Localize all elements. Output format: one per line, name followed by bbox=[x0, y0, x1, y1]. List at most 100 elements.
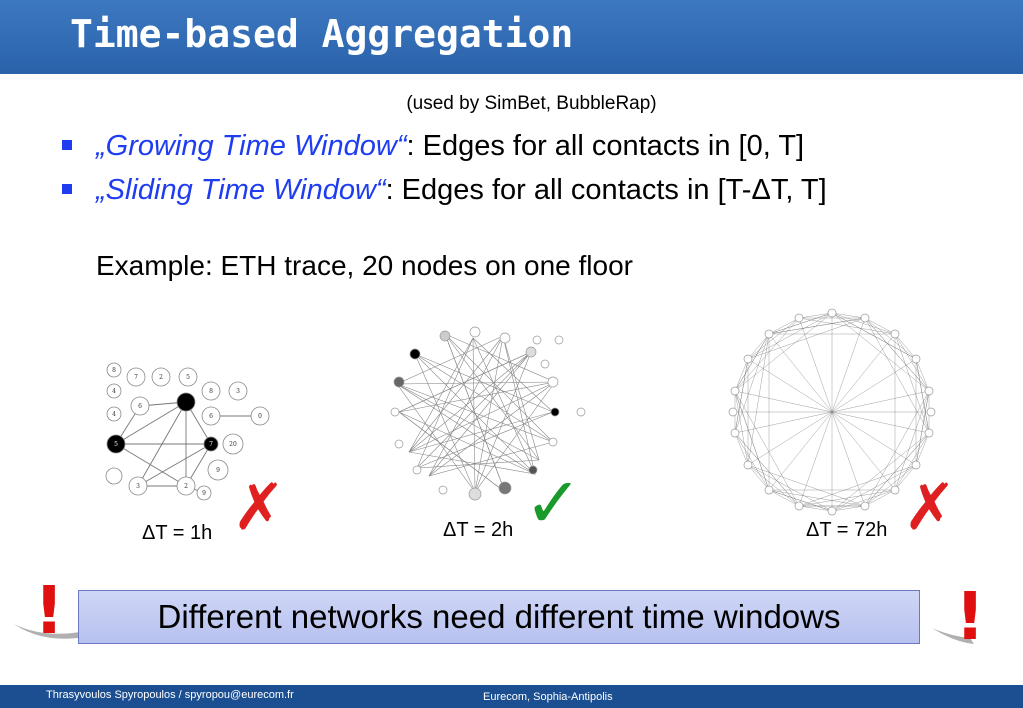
graph-node bbox=[827, 308, 837, 318]
graph-node bbox=[105, 467, 123, 485]
graph-node: 3 bbox=[128, 476, 148, 496]
node-label: 3 bbox=[136, 483, 140, 490]
graph-node bbox=[532, 335, 542, 345]
graph-node bbox=[794, 501, 804, 511]
graph-node bbox=[743, 354, 753, 364]
caption-72h: ΔT = 72h bbox=[806, 519, 888, 541]
graph-node bbox=[827, 506, 837, 516]
node-label: 6 bbox=[209, 413, 213, 420]
graph-node bbox=[468, 487, 482, 501]
graph-node bbox=[764, 329, 774, 339]
bullet-term: „Sliding Time Window“ bbox=[96, 174, 386, 206]
graph-node: 4 bbox=[106, 406, 122, 422]
exclamation-left-icon: ! bbox=[34, 572, 65, 649]
graph-1h-nodes: 8 4 7 2 5 6 8 3 4 6 0 5 7 20 9 3 2 9 bbox=[105, 362, 270, 501]
node-label: 3 bbox=[236, 388, 240, 395]
graph-node bbox=[911, 354, 921, 364]
conclusion-banner: Different networks need different time w… bbox=[78, 590, 920, 644]
graph-node: 7 bbox=[126, 367, 146, 387]
graph-node bbox=[528, 465, 538, 475]
graph-node bbox=[409, 348, 421, 360]
node-label: 8 bbox=[112, 367, 116, 374]
graph-node bbox=[554, 335, 564, 345]
banner-text: Different networks need different time w… bbox=[157, 598, 841, 635]
graph-node bbox=[439, 330, 451, 342]
graph-node bbox=[911, 460, 921, 470]
slide-title: Time-based Aggregation bbox=[70, 12, 574, 56]
graph-1h: 8 4 7 2 5 6 8 3 4 6 0 5 7 20 9 3 2 9 bbox=[105, 362, 270, 501]
bullet-list: „Growing Time Window“: Edges for all con… bbox=[60, 124, 827, 212]
graph-node bbox=[794, 313, 804, 323]
graph-node: 6 bbox=[201, 406, 221, 426]
graph-node: 2 bbox=[151, 367, 171, 387]
graph-node bbox=[730, 386, 740, 396]
graph-node bbox=[498, 481, 512, 495]
graph-node: 20 bbox=[222, 433, 244, 455]
graph-node bbox=[860, 313, 870, 323]
graph-node: 6 bbox=[130, 396, 150, 416]
swoosh-left-icon bbox=[14, 624, 80, 639]
graph-node bbox=[926, 407, 936, 417]
caption-1h: ΔT = 1h bbox=[142, 522, 213, 544]
node-label: 8 bbox=[209, 388, 213, 395]
node-label: 6 bbox=[138, 403, 142, 410]
graph-node bbox=[525, 346, 537, 358]
graph-node bbox=[394, 439, 404, 449]
x-mark-icon: ✗ bbox=[232, 471, 286, 545]
graph-node bbox=[924, 428, 934, 438]
node-label: 5 bbox=[114, 441, 118, 448]
node-label: 7 bbox=[134, 374, 138, 381]
graph-node: 9 bbox=[207, 459, 229, 481]
footer-bar: Thrasyvoulos Spyropoulos / spyropou@eure… bbox=[0, 685, 1023, 708]
graph-72h-nodes bbox=[728, 308, 936, 516]
graph-node bbox=[390, 407, 400, 417]
graph-node: 2 bbox=[176, 476, 196, 496]
checkmark-icon: ✓ bbox=[524, 462, 583, 544]
graph-node: 0 bbox=[250, 406, 270, 426]
graph-node bbox=[540, 359, 550, 369]
graph-2h bbox=[390, 326, 586, 501]
graph-node bbox=[412, 465, 422, 475]
bullet-sliding-window: „Sliding Time Window“: Edges for all con… bbox=[60, 168, 827, 212]
node-label: 4 bbox=[112, 388, 116, 395]
node-label: 7 bbox=[209, 441, 213, 448]
graph-72h-edges bbox=[734, 312, 930, 512]
graph-node bbox=[890, 329, 900, 339]
title-bar: Time-based Aggregation bbox=[0, 0, 1023, 74]
bullet-term: „Growing Time Window“ bbox=[96, 130, 407, 162]
bullet-text: : Edges for all contacts in [0, T] bbox=[406, 130, 805, 162]
node-label: 9 bbox=[202, 490, 206, 497]
graph-node bbox=[764, 485, 774, 495]
graph-2h-nodes bbox=[390, 326, 586, 501]
footer-institution: Eurecom, Sophia-Antipolis bbox=[483, 691, 613, 703]
bullet-text: : Edges for all contacts in [T-ΔT, T] bbox=[385, 174, 827, 206]
node-label: 2 bbox=[159, 374, 163, 381]
graph-node bbox=[860, 501, 870, 511]
graph-node: 8 bbox=[106, 362, 122, 378]
graph-node bbox=[728, 407, 738, 417]
example-text: Example: ETH trace, 20 nodes on one floo… bbox=[96, 250, 633, 281]
graph-node bbox=[547, 376, 559, 388]
graph-node: 4 bbox=[106, 383, 122, 399]
bullet-square-icon bbox=[62, 184, 72, 194]
graph-node bbox=[730, 428, 740, 438]
graph-node: 7 bbox=[203, 436, 219, 452]
graph-node: 8 bbox=[201, 381, 221, 401]
graph-node bbox=[176, 392, 196, 412]
graph-node: 5 bbox=[106, 434, 126, 454]
graph-node: 5 bbox=[178, 367, 198, 387]
node-label: 0 bbox=[258, 413, 262, 420]
graph-node bbox=[548, 437, 558, 447]
graph-node: 9 bbox=[196, 485, 212, 501]
graph-node bbox=[393, 376, 405, 388]
graph-node bbox=[438, 485, 448, 495]
bullet-square-icon bbox=[62, 140, 72, 150]
node-label: 5 bbox=[186, 374, 190, 381]
exclamation-right-icon: ! bbox=[955, 578, 986, 655]
node-label: 2 bbox=[184, 483, 188, 490]
graph-node bbox=[924, 386, 934, 396]
x-mark-icon: ✗ bbox=[903, 471, 957, 545]
graph-node: 3 bbox=[228, 381, 248, 401]
subtitle: (used by SimBet, BubbleRap) bbox=[406, 93, 657, 114]
graph-node bbox=[743, 460, 753, 470]
